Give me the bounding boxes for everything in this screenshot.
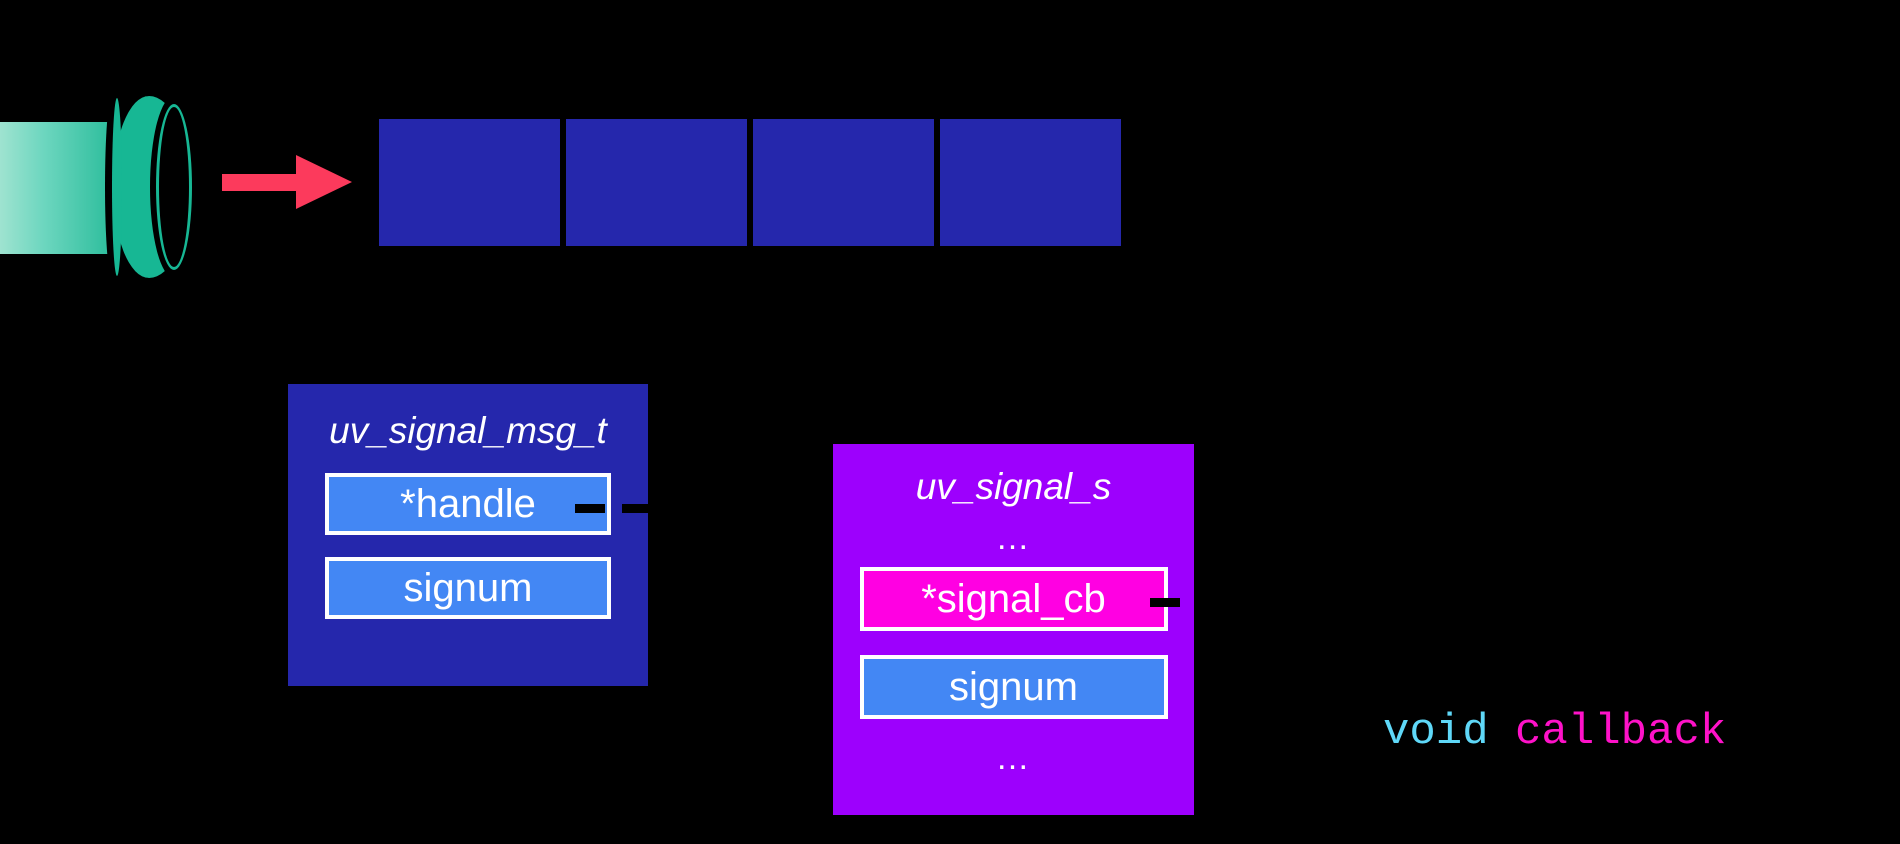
struct-title: uv_signal_s — [915, 466, 1112, 507]
struct-title: uv_signal_msg_t — [329, 410, 607, 451]
field-signum-label: signum — [949, 665, 1078, 709]
code-token-keyword-void: void — [1383, 707, 1489, 758]
message-queue — [379, 119, 1121, 246]
queue-cell — [753, 119, 934, 246]
field-signum: signum — [859, 655, 1168, 719]
code-line-signature: void callback — [1383, 698, 1726, 766]
struct-uv-signal-s: uv_signal_s … *signal_cb signum … — [833, 444, 1194, 815]
struct-trailing-ellipsis: … — [995, 739, 1032, 777]
field-signal-cb-label: *signal_cb — [921, 577, 1106, 621]
code-snippet: void callback // [...] — [1383, 562, 1726, 844]
pipe-body — [0, 122, 118, 254]
struct-leading-ellipsis: … — [995, 519, 1032, 557]
struct-uv-signal-msg-t: uv_signal_msg_t *handle signum — [288, 384, 648, 686]
field-signal-cb: *signal_cb — [859, 567, 1168, 631]
connector-handle-to-signal — [575, 504, 653, 513]
queue-cell — [566, 119, 747, 246]
connector-signalcb-to-callback — [1150, 598, 1230, 607]
pipe-left-edge-fill — [112, 98, 122, 276]
pipe-mouth-inner-ring — [156, 104, 192, 270]
queue-cell — [379, 119, 560, 246]
field-signum-label: signum — [403, 566, 533, 610]
arrow-shaft — [222, 174, 300, 191]
field-handle-label: *handle — [400, 482, 536, 526]
arrow-head — [296, 155, 352, 209]
code-token-function-callback: callback — [1515, 707, 1727, 758]
queue-cell — [940, 119, 1121, 246]
field-handle: *handle — [325, 473, 611, 535]
field-signum: signum — [325, 557, 611, 619]
code-token-space — [1489, 707, 1515, 757]
